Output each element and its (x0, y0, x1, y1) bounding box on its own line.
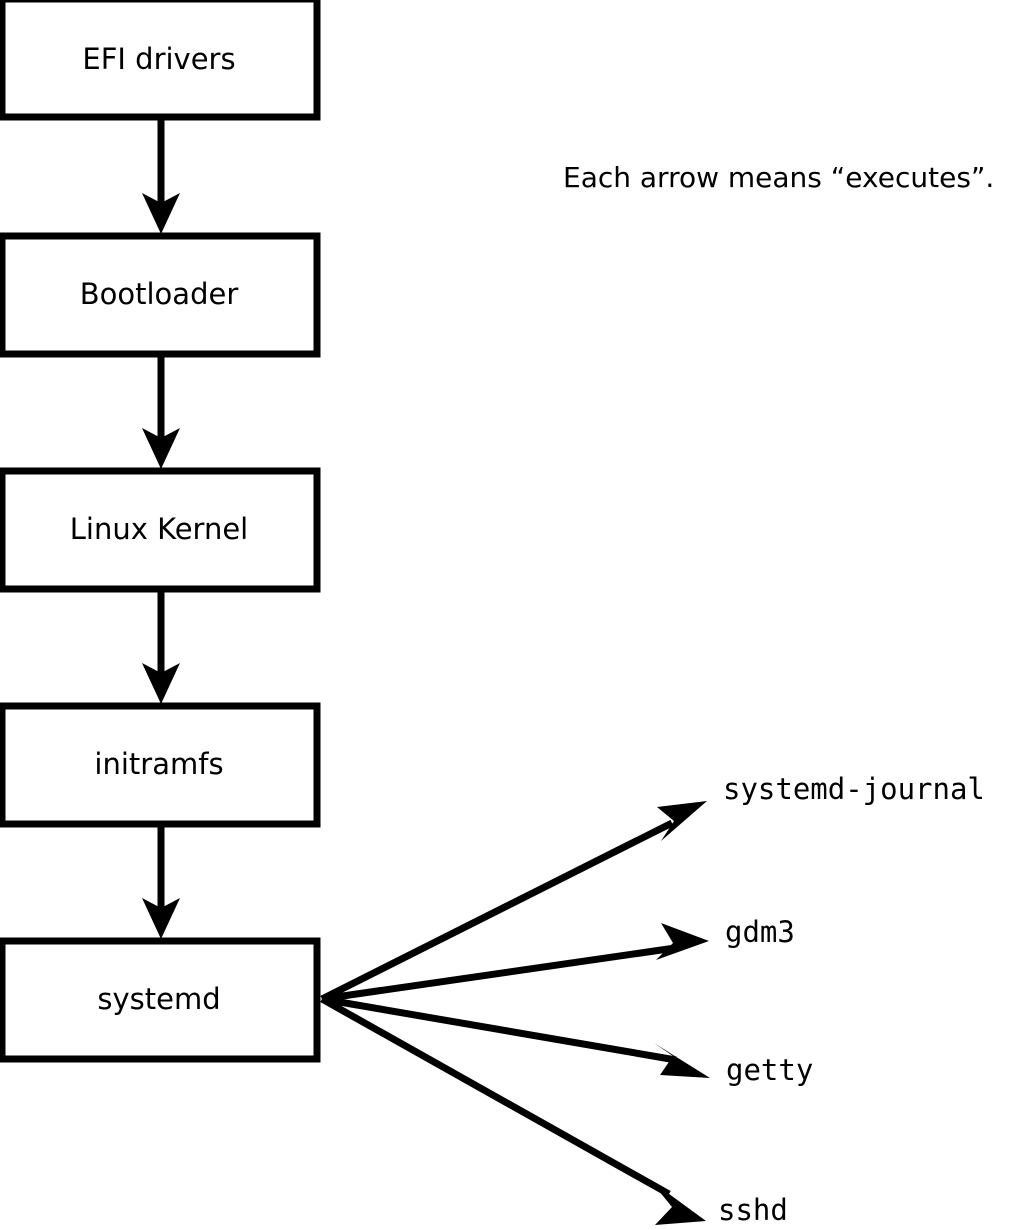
arrow-head-down-icon (142, 428, 180, 469)
node-box-initramfs[interactable] (0, 702, 321, 828)
node-label-linux-kernel: Linux Kernel (70, 512, 248, 546)
arrow-initramfs-to-systemd (142, 823, 180, 939)
arrow-systemd-to-sshd (320, 995, 706, 1225)
arrow-head-down-icon (142, 663, 180, 704)
node-box-efi-drivers[interactable] (0, 0, 321, 121)
arrow-head-diagonal-icon (650, 1180, 706, 1225)
arrow-shaft (320, 995, 671, 1198)
node-linux-kernel[interactable]: Linux Kernel (0, 467, 321, 593)
node-systemd[interactable]: systemd (0, 937, 321, 1063)
branch-arrows-group (320, 801, 710, 1225)
arrow-shaft (321, 995, 677, 1064)
node-efi-drivers[interactable]: EFI drivers (0, 0, 321, 121)
arrow-linux-kernel-to-initramfs (142, 588, 180, 704)
arrow-systemd-to-gdm3 (321, 923, 709, 1003)
diagram-caption: Each arrow means “executes”. (563, 161, 994, 194)
branch-labels-group: systemd-journal gdm3 getty sshd (718, 772, 985, 1227)
arrow-shaft (320, 819, 674, 1003)
arrow-head-down-icon (142, 193, 180, 234)
arrow-efi-drivers-to-bootloader (142, 118, 180, 234)
arrow-shaft (321, 944, 676, 1003)
branch-label-gdm3: gdm3 (725, 915, 795, 949)
arrow-bootloader-to-linux-kernel (142, 353, 180, 469)
chain-arrows-group (142, 118, 180, 939)
node-label-bootloader: Bootloader (80, 277, 239, 311)
node-label-systemd: systemd (97, 982, 220, 1016)
arrow-systemd-to-getty (321, 995, 710, 1078)
node-initramfs[interactable]: initramfs (0, 702, 321, 828)
arrow-head-diagonal-icon (657, 801, 707, 841)
branch-label-sshd: sshd (718, 1193, 788, 1227)
branch-label-systemd-journal: systemd-journal (723, 772, 985, 806)
node-label-efi-drivers: EFI drivers (82, 42, 235, 76)
arrow-head-down-icon (142, 898, 180, 939)
arrow-head-diagonal-icon (654, 1043, 710, 1078)
node-bootloader[interactable]: Bootloader (0, 232, 321, 358)
node-box-systemd[interactable] (0, 937, 321, 1063)
arrow-head-diagonal-icon (656, 923, 709, 960)
node-box-linux-kernel[interactable] (0, 467, 321, 593)
node-label-initramfs: initramfs (94, 747, 223, 781)
branch-label-getty: getty (726, 1053, 813, 1087)
arrow-systemd-to-systemd-journal (320, 801, 707, 1003)
